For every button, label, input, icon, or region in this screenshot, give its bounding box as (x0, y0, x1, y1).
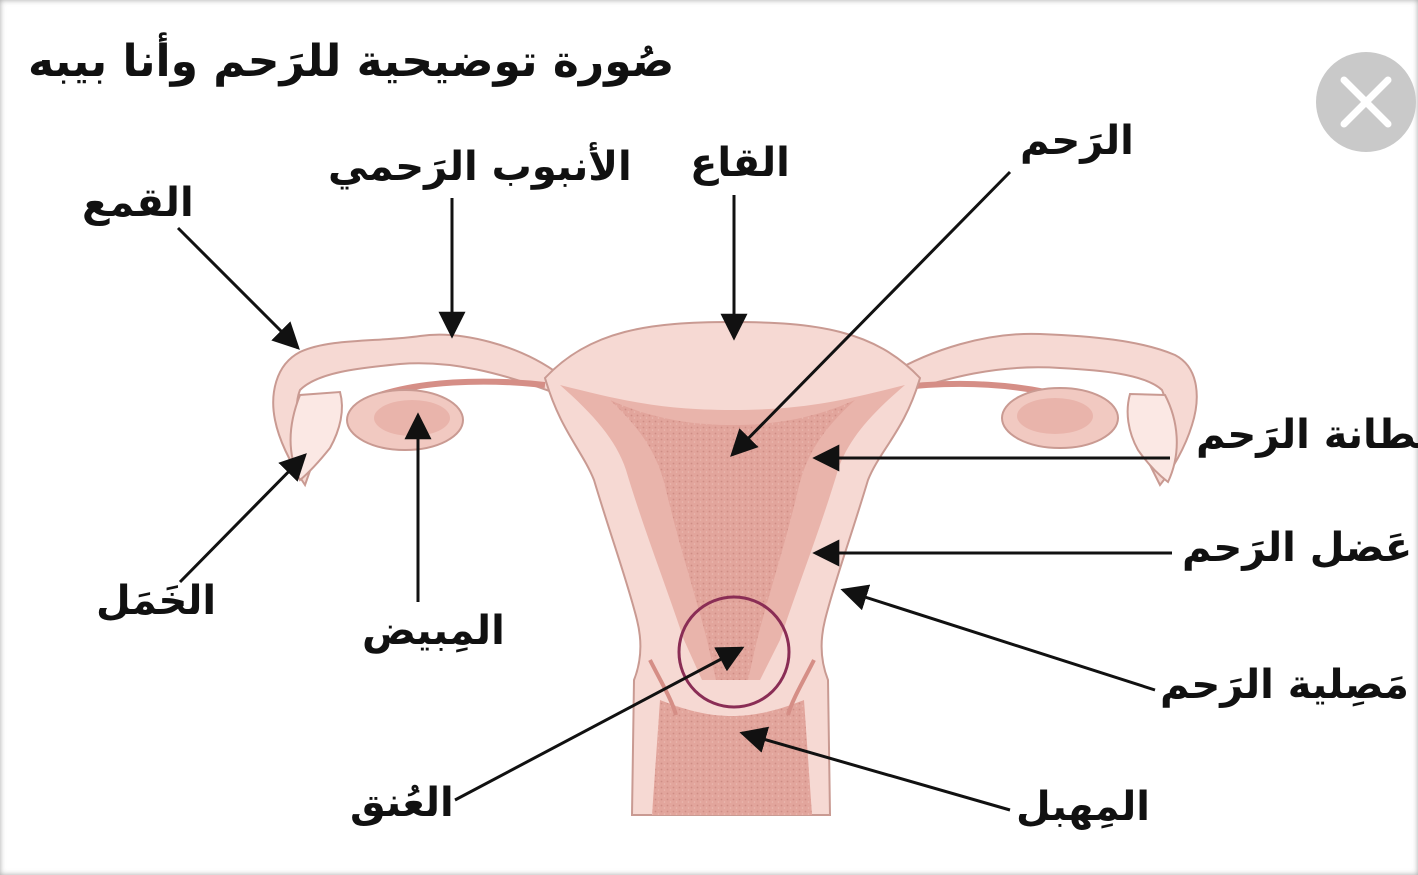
arrow-infundibulum (178, 228, 298, 348)
label-ovary: المِبيض (362, 608, 505, 654)
label-myometrium: عَضل الرَحم (1182, 525, 1412, 571)
label-fimbriae: الخَمَل (96, 578, 216, 624)
close-button[interactable] (1316, 52, 1416, 152)
right-ovary (1002, 388, 1118, 448)
label-endometrium: بِطانة الرَحم (1196, 412, 1418, 458)
label-cervix: العُنق (350, 780, 454, 826)
label-fundus: القاع (690, 140, 790, 186)
label-fallopian-tube: الأنبوب الرَحمي (328, 144, 632, 190)
arrow-perimetrium (843, 590, 1155, 690)
uterus-body (545, 322, 920, 815)
close-icon (1316, 52, 1416, 152)
left-ovary (347, 390, 463, 450)
label-perimetrium: مَصِلية الرَحم (1160, 662, 1409, 708)
label-vagina: المِهبل (1016, 784, 1150, 830)
arrow-fimbriae (180, 455, 305, 582)
label-uterus: الرَحم (1020, 118, 1134, 164)
label-infundibulum: القمع (82, 180, 194, 226)
